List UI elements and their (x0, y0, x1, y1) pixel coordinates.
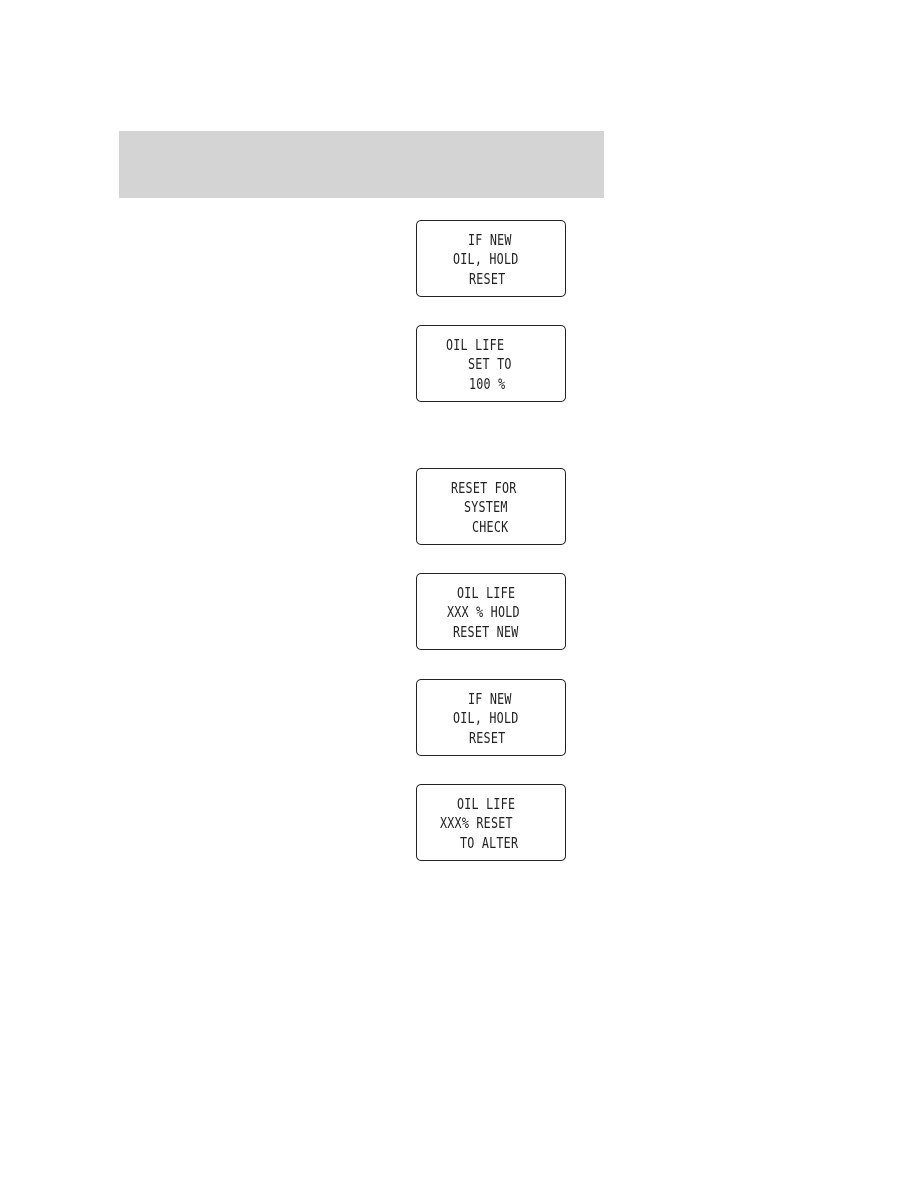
message-display-oil-life-hold-reset: OIL LIFE XXX % HOLD RESET NEW (416, 573, 566, 650)
display-line: SYSTEM (464, 498, 508, 516)
display-line: OIL, HOLD (453, 709, 519, 727)
display-line: CHECK (472, 518, 509, 536)
display-line: OIL LIFE (446, 336, 505, 354)
display-line: OIL LIFE (457, 795, 516, 813)
display-line: RESET NEW (453, 623, 519, 641)
message-display-if-new-oil-repeat: IF NEW OIL, HOLD RESET (416, 679, 566, 756)
message-display-reset-system-check: RESET FOR SYSTEM CHECK (416, 468, 566, 545)
display-line: XXX % HOLD (447, 603, 520, 621)
display-line: XXX% RESET (440, 814, 513, 832)
display-line: RESET FOR (451, 479, 517, 497)
display-line: OIL, HOLD (453, 250, 519, 268)
message-display-oil-life-set: OIL LIFE SET TO 100 % (416, 325, 566, 402)
display-line: TO ALTER (460, 834, 519, 852)
display-line: RESET (469, 729, 506, 747)
display-line: OIL LIFE (457, 584, 516, 602)
display-line: IF NEW (468, 231, 512, 249)
display-line: SET TO (468, 355, 512, 373)
display-line: IF NEW (468, 690, 512, 708)
display-line: 100 % (469, 375, 506, 393)
display-line: RESET (469, 270, 506, 288)
message-display-if-new-oil: IF NEW OIL, HOLD RESET (416, 220, 566, 297)
section-header-bar (119, 131, 604, 198)
message-display-oil-life-reset-to-alter: OIL LIFE XXX% RESET TO ALTER (416, 784, 566, 861)
